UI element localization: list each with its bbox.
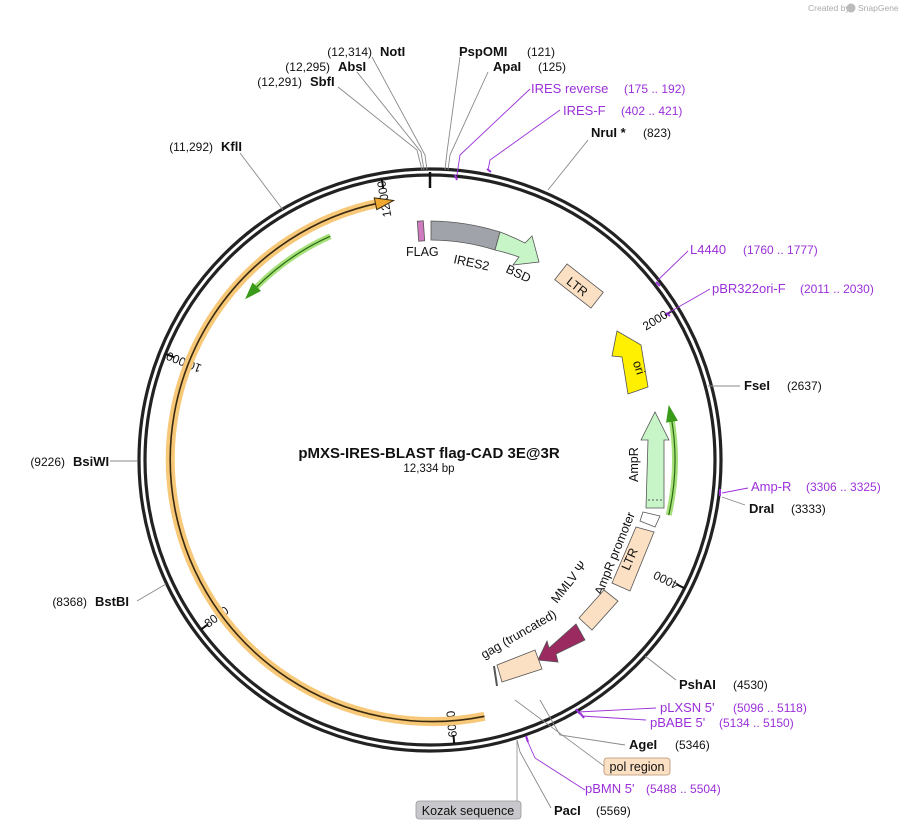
site-apai[interactable]: ApaI bbox=[493, 59, 521, 74]
site-noti[interactable]: NotI bbox=[380, 44, 405, 59]
bsd-label: BSD bbox=[504, 262, 533, 286]
ires2-feature[interactable] bbox=[430, 220, 501, 251]
ltr-bottom-feature[interactable] bbox=[611, 526, 655, 592]
site-absi-pos: (12,295) bbox=[285, 60, 330, 74]
backbone-outer bbox=[137, 167, 723, 753]
ltr-top-feature[interactable] bbox=[554, 263, 604, 309]
site-bsiwi[interactable]: BsiWI bbox=[73, 454, 109, 469]
site-pspomi-pos: (121) bbox=[527, 45, 555, 59]
ires2-label: IRES2 bbox=[452, 252, 490, 273]
mmlv-psi-feature[interactable] bbox=[578, 589, 619, 631]
tick-label: 2000 bbox=[640, 307, 670, 333]
green-arrowhead-top bbox=[245, 282, 262, 300]
site-kfli[interactable]: KflI bbox=[221, 139, 242, 154]
site-pspomi[interactable]: PspOMI bbox=[459, 44, 507, 59]
primer-ires-f-pos: (402 .. 421) bbox=[621, 104, 682, 118]
primer-plxsn-5-pos: (5096 .. 5118) bbox=[733, 701, 807, 715]
site-sbfi-pos: (12,291) bbox=[257, 75, 302, 89]
snapgene-logo-icon bbox=[846, 3, 856, 13]
tick-mark bbox=[676, 583, 685, 590]
site-agei-pos: (5346) bbox=[675, 738, 710, 752]
site-paci[interactable]: PacI bbox=[554, 803, 581, 818]
ori-feature[interactable] bbox=[611, 330, 649, 395]
map-title: pMXS-IRES-BLAST flag-CAD 3E@3R bbox=[298, 445, 559, 462]
green-arrow-right-core bbox=[668, 417, 676, 516]
primers: IRES reverse (175 .. 192) IRES-F (402 ..… bbox=[531, 81, 881, 796]
map-length: 12,334 bp bbox=[403, 463, 454, 475]
site-drai-pos: (3333) bbox=[791, 502, 826, 516]
tick-mark bbox=[200, 623, 209, 631]
green-arrow-top-core bbox=[253, 235, 331, 291]
site-apai-pos: (125) bbox=[538, 60, 566, 74]
kozak-badge[interactable]: Kozak sequence bbox=[415, 800, 522, 820]
bsd-feature[interactable] bbox=[494, 231, 540, 266]
flag-feature[interactable] bbox=[416, 220, 426, 242]
orange-feature-arrowhead bbox=[373, 197, 396, 211]
site-leaders bbox=[110, 56, 746, 809]
kozak-badge-label: Kozak sequence bbox=[422, 804, 514, 818]
pol-region-badge[interactable]: pol region bbox=[603, 757, 671, 776]
primer-l4440-pos: (1760 .. 1777) bbox=[743, 243, 818, 257]
flag-label: FLAG bbox=[406, 245, 439, 259]
ampr-promoter-feature[interactable] bbox=[639, 511, 661, 528]
ampr-label: AmpR bbox=[627, 447, 641, 482]
gag-feature[interactable] bbox=[537, 623, 586, 663]
site-nrui[interactable]: NruI * bbox=[591, 125, 627, 140]
restriction-sites: (12,314) NotI (12,295) AbsI (12,291) Sbf… bbox=[30, 44, 825, 818]
credit-app-name: SnapGene bbox=[858, 3, 899, 13]
site-kfli-pos: (11,292) bbox=[169, 140, 213, 154]
site-agei[interactable]: AgeI bbox=[629, 737, 657, 752]
tick-mark bbox=[165, 352, 175, 359]
kozak-feature bbox=[493, 665, 498, 687]
primer-pbmn-5[interactable]: pBMN 5' bbox=[585, 781, 634, 796]
credit-created-by: Created by bbox=[808, 3, 850, 13]
site-bsiwi-pos: (9226) bbox=[30, 455, 65, 469]
primer-marks bbox=[454, 168, 721, 743]
mmlv-psi-label: MMLV Ψ bbox=[548, 559, 589, 606]
pol-region-badge-label: pol region bbox=[610, 760, 665, 774]
site-pshai-pos: (4530) bbox=[733, 678, 768, 692]
site-pshai[interactable]: PshAI bbox=[679, 677, 716, 692]
primer-l4440[interactable]: L4440 bbox=[690, 242, 726, 257]
ori-label: ori bbox=[630, 359, 648, 377]
site-absi[interactable]: AbsI bbox=[338, 59, 366, 74]
site-sbfi[interactable]: SbfI bbox=[310, 74, 335, 89]
primer-amp-r[interactable]: Amp-R bbox=[751, 479, 791, 494]
site-bstbi[interactable]: BstBI bbox=[95, 594, 129, 609]
primer-pbr322ori-f[interactable]: pBR322ori-F bbox=[712, 281, 786, 296]
primer-ires-f[interactable]: IRES-F bbox=[563, 103, 606, 118]
primer-pbabe-5-pos: (5134 .. 5150) bbox=[719, 716, 794, 730]
tick-mark bbox=[452, 734, 456, 745]
site-paci-pos: (5569) bbox=[596, 804, 631, 818]
snapgene-credit: Created by SnapGene bbox=[808, 3, 899, 13]
site-fsei[interactable]: FseI bbox=[744, 378, 770, 393]
site-fsei-pos: (2637) bbox=[787, 379, 822, 393]
primer-leaders bbox=[456, 88, 749, 791]
pol-region-leader bbox=[514, 699, 605, 767]
primer-ires-reverse-pos: (175 .. 192) bbox=[624, 82, 685, 96]
orange-feature-core bbox=[169, 202, 485, 723]
tick-label: 4000 bbox=[651, 568, 681, 593]
tick-mark bbox=[380, 178, 385, 189]
primer-pbr322ori-f-pos: (2011 .. 2030) bbox=[800, 282, 874, 296]
site-bstbi-pos: (8368) bbox=[52, 595, 87, 609]
site-drai[interactable]: DraI bbox=[749, 501, 774, 516]
primer-pbmn-5-pos: (5488 .. 5504) bbox=[646, 782, 721, 796]
pol-region-feature[interactable] bbox=[496, 649, 543, 683]
primer-plxsn-5[interactable]: pLXSN 5' bbox=[660, 700, 715, 715]
ampr-feature[interactable] bbox=[640, 411, 670, 509]
primer-ires-reverse[interactable]: IRES reverse bbox=[531, 81, 608, 96]
site-nrui-pos: (823) bbox=[643, 126, 671, 140]
green-arrowhead-right bbox=[666, 404, 678, 423]
primer-amp-r-pos: (3306 .. 3325) bbox=[806, 480, 881, 494]
primer-pbabe-5[interactable]: pBABE 5' bbox=[650, 715, 705, 730]
site-noti-pos: (12,314) bbox=[327, 45, 372, 59]
